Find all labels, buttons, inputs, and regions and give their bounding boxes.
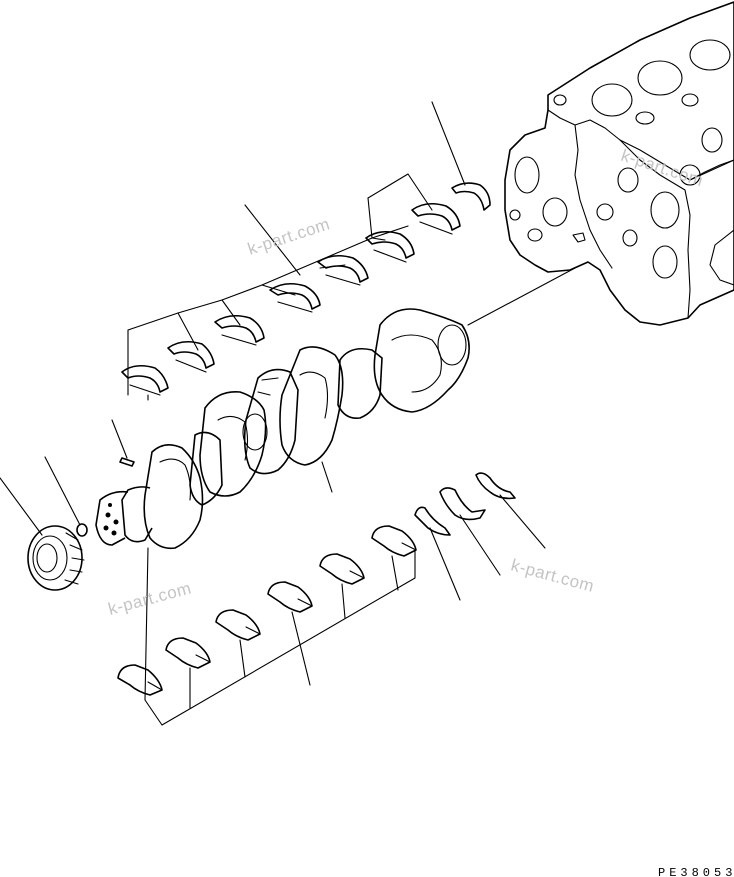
lower-main-bearings: [117, 525, 417, 696]
thrust-washers: [414, 472, 516, 536]
engine-block: [504, 1, 734, 326]
drawing-code: PE38053: [658, 866, 734, 877]
watermark: k-part.com: [245, 214, 332, 258]
upper-main-bearings: [121, 182, 491, 396]
leader-lines: [0, 101, 546, 726]
watermark: k-part.com: [619, 146, 706, 190]
front-parts: [27, 457, 135, 591]
crankshaft: [95, 267, 576, 550]
watermark: k-part.com: [106, 578, 193, 618]
watermark: k-part.com: [509, 556, 596, 596]
